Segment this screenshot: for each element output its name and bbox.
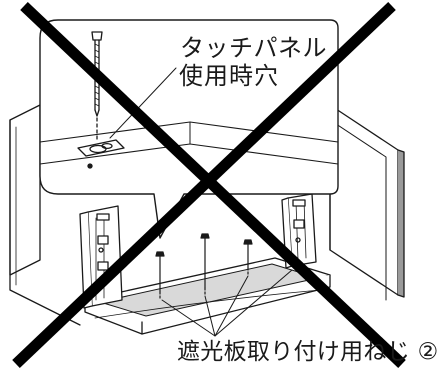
screw-icon bbox=[155, 251, 165, 293]
installation-diagram bbox=[9, 2, 406, 368]
callout-label-line2: 使用時穴 bbox=[179, 62, 279, 90]
callout-label-line1: タッチパネル bbox=[180, 34, 327, 62]
screw-icon bbox=[243, 239, 253, 269]
screw-label: 遮光板取り付け用ねじ ② bbox=[177, 339, 439, 365]
cross-prohibition-icon bbox=[12, 2, 406, 368]
left-stand-post bbox=[79, 205, 123, 309]
magnified-callout bbox=[39, 19, 339, 239]
label-leaders bbox=[161, 269, 293, 337]
screw-icon bbox=[200, 233, 210, 289]
display-panel bbox=[317, 104, 405, 301]
base-screws bbox=[155, 233, 253, 301]
diagram-canvas: タッチパネル 使用時穴 遮光板取り付け用ねじ ② bbox=[9, 2, 439, 368]
